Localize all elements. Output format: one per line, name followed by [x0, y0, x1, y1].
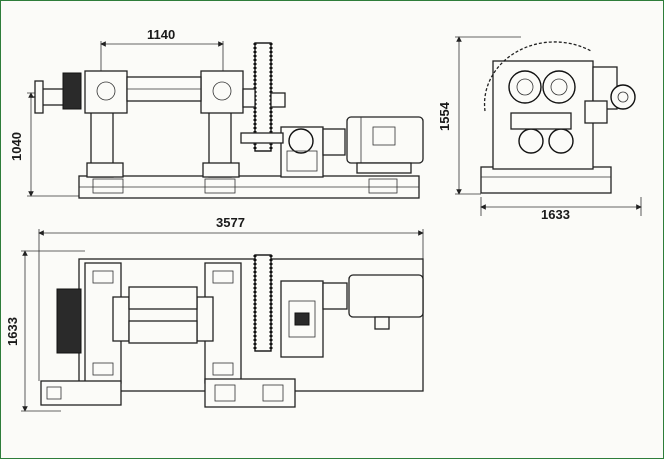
dim-side-width: 1633 — [480, 197, 642, 222]
dim-label-1633-plan: 1633 — [5, 317, 20, 346]
plan-front-roll — [128, 286, 198, 310]
side-view: 1554 1633 — [437, 36, 642, 222]
plan-left-gear — [56, 288, 82, 354]
plan-motor — [348, 274, 424, 318]
dim-plan-length: 3577 — [38, 215, 424, 381]
plan-rear-roll — [128, 320, 198, 344]
dim-front-roll-span: 1140 — [100, 27, 224, 71]
front-motor — [346, 116, 424, 164]
front-view: 1140 1040 — [9, 27, 424, 199]
side-big-gear — [483, 41, 592, 112]
plan-left-adjuster — [40, 380, 122, 406]
side-roll-gear-right — [542, 70, 576, 104]
dim-label-3577: 3577 — [216, 215, 245, 230]
side-pulley — [610, 84, 636, 110]
plan-drive-gear — [254, 254, 272, 352]
side-base — [480, 166, 612, 194]
dim-label-1040: 1040 — [9, 132, 24, 161]
dim-label-1140: 1140 — [147, 27, 175, 42]
dim-label-1633-side: 1633 — [541, 207, 570, 222]
side-roll-gear-left — [508, 70, 542, 104]
dim-plan-width: 1633 — [5, 250, 85, 412]
dim-label-1554: 1554 — [437, 101, 452, 131]
front-left-gear — [62, 72, 82, 110]
dim-side-height: 1554 — [437, 36, 521, 195]
plan-view: 3577 1633 — [5, 215, 424, 412]
plan-right-adjuster — [204, 378, 296, 408]
